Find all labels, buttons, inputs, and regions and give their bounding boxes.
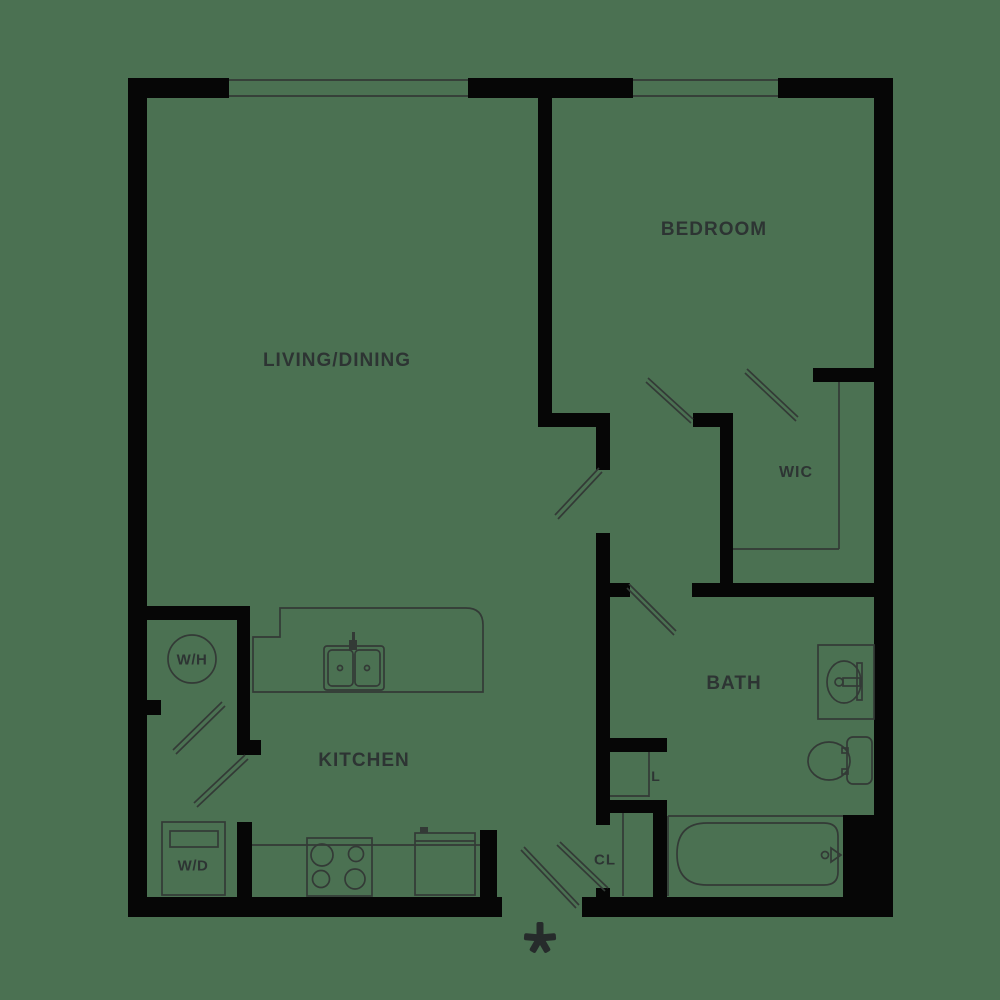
wall-wh-hinge-nub — [237, 740, 261, 755]
window-bedroom — [633, 79, 778, 97]
kitchen-sink — [323, 632, 385, 691]
door-entry-leaf-1 — [520, 846, 580, 909]
wall-wh-east — [237, 606, 250, 755]
toilet-icon — [807, 736, 873, 785]
wall-plumbing-block — [843, 815, 893, 897]
wall-linen-top — [596, 738, 667, 752]
washer-dryer-icon — [161, 821, 226, 896]
wall-coat-east — [653, 813, 667, 897]
wall-wic-north — [813, 368, 893, 382]
entry-asterisk-icon — [523, 922, 557, 953]
door-wh-closet — [172, 701, 226, 755]
wall-entry-west-stub — [480, 830, 497, 897]
stove-icon — [306, 837, 373, 897]
door-bath — [626, 583, 677, 636]
bedroom-label: BEDROOM — [660, 219, 768, 240]
door-bedroom — [645, 377, 694, 424]
wall-bedroom-divider — [538, 96, 552, 413]
window-living — [229, 79, 468, 97]
wall-wic-west — [720, 413, 733, 597]
kitchen-label: KITCHEN — [318, 750, 410, 771]
wall-bedroom-jog — [538, 413, 610, 427]
wall-left — [128, 78, 147, 917]
wall-entry-nub — [596, 888, 610, 897]
wall-wd-east — [237, 822, 252, 897]
water-heater-icon — [167, 634, 217, 684]
wall-hall-lower — [596, 533, 610, 825]
wall-right — [874, 78, 893, 917]
wall-top-right — [778, 78, 893, 98]
wic-shelf-lines — [733, 382, 840, 550]
living-dining-label: LIVING/DINING — [262, 350, 412, 371]
wall-bottom-left — [128, 897, 502, 917]
wall-bath-north — [692, 583, 874, 597]
tub-alcove-lines — [667, 815, 843, 896]
wall-linen-bottom — [596, 800, 667, 813]
wall-hall-upper — [596, 427, 610, 470]
washer-dryer-label: W/D — [177, 857, 209, 875]
linen-closet-lines — [610, 752, 650, 797]
door-entry-leaf-2 — [556, 841, 609, 892]
door-wic — [744, 368, 799, 422]
wall-bottom-right — [582, 897, 893, 917]
dishwasher-icon — [414, 827, 476, 896]
door-hall — [554, 467, 603, 520]
coat-closet-label: CL — [594, 851, 616, 869]
water-heater-label: W/H — [176, 651, 208, 669]
wall-wh-top — [128, 606, 250, 620]
wall-bath-door-nub — [610, 583, 630, 597]
door-wd-closet — [193, 754, 249, 808]
wall-bedroom-door-nub — [693, 413, 720, 427]
wic-label: WIC — [778, 464, 814, 481]
bathroom-vanity-sink — [817, 644, 875, 720]
bath-label: BATH — [706, 673, 762, 694]
wall-top-mid — [468, 78, 633, 98]
wall-left-nub — [147, 700, 161, 715]
wall-top-left — [128, 78, 229, 98]
kitchen-island-counter — [252, 607, 484, 846]
linen-closet-label: L — [651, 768, 661, 784]
bathtub-icon — [676, 822, 843, 886]
